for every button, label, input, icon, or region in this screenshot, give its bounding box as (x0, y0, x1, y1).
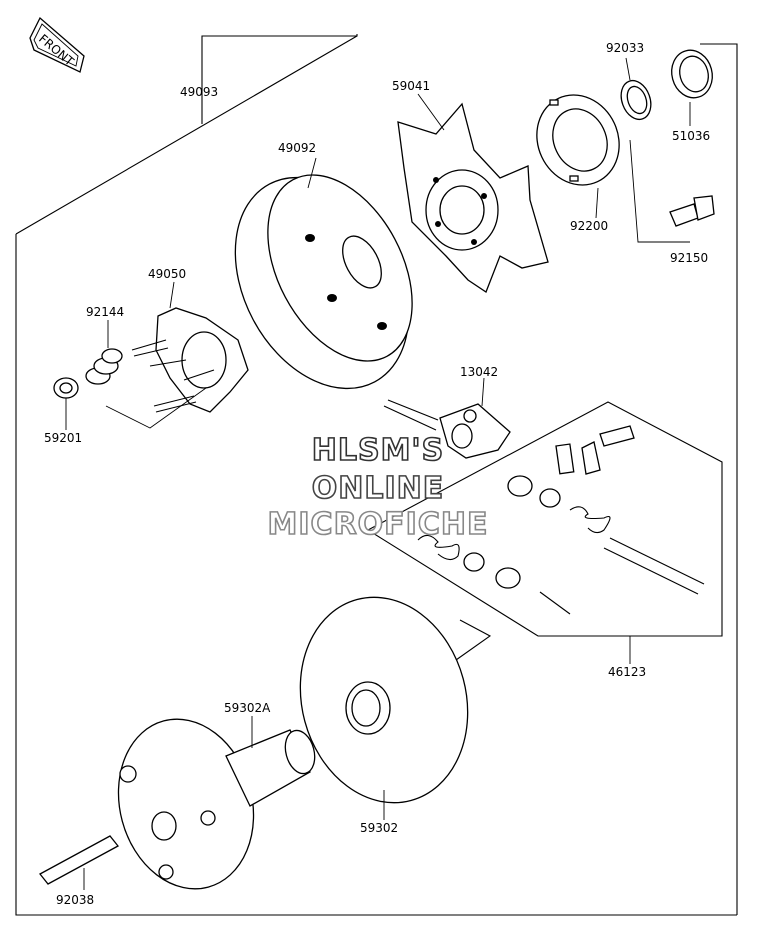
part-label-59302A: 59302A (224, 701, 271, 715)
ramp-plate (397, 102, 549, 293)
part-label-49093: 49093 (180, 85, 218, 99)
part-label-13042: 13042 (460, 365, 498, 379)
coil-spring (85, 348, 123, 385)
watermark: HLSM'S ONLINE MICROFICHE (267, 432, 489, 543)
roller-kit (366, 401, 723, 637)
part-label-49050: 49050 (148, 267, 186, 281)
sheave-plate (299, 596, 492, 804)
bolt (669, 195, 715, 227)
part-label-59302: 59302 (360, 821, 398, 835)
part-label-59201: 59201 (44, 431, 82, 445)
assembly-outline (15, 34, 738, 916)
snap-ring (620, 79, 652, 121)
part-label-92038: 92038 (56, 893, 94, 907)
part-labels: 49093 49092 59041 92033 51036 92200 9215… (44, 41, 710, 907)
leader-92150 (629, 139, 690, 243)
spider-bracket (105, 387, 207, 429)
fixed-sheave (117, 718, 316, 890)
part-label-49092: 49092 (278, 141, 316, 155)
part-label-92144: 92144 (86, 305, 124, 319)
weight-arm (383, 399, 511, 459)
key-bar (39, 835, 119, 885)
front-arrow-badge: FRONT (29, 16, 85, 73)
part-label-92150: 92150 (670, 251, 708, 265)
part-label-92033: 92033 (606, 41, 644, 55)
watermark-line1: HLSM'S (312, 433, 444, 468)
watermark-line3: MICROFICHE (268, 507, 489, 542)
spider (131, 307, 249, 413)
part-label-92200: 92200 (570, 219, 608, 233)
leader-lines (65, 57, 691, 890)
part-label-46123: 46123 (608, 665, 646, 679)
ring-washer (536, 94, 620, 186)
cap-washer (53, 377, 79, 399)
part-label-59041: 59041 (392, 79, 430, 93)
bushing (671, 49, 713, 99)
part-label-51036: 51036 (672, 129, 710, 143)
watermark-line2: ONLINE (312, 471, 445, 506)
drive-face (234, 174, 413, 390)
